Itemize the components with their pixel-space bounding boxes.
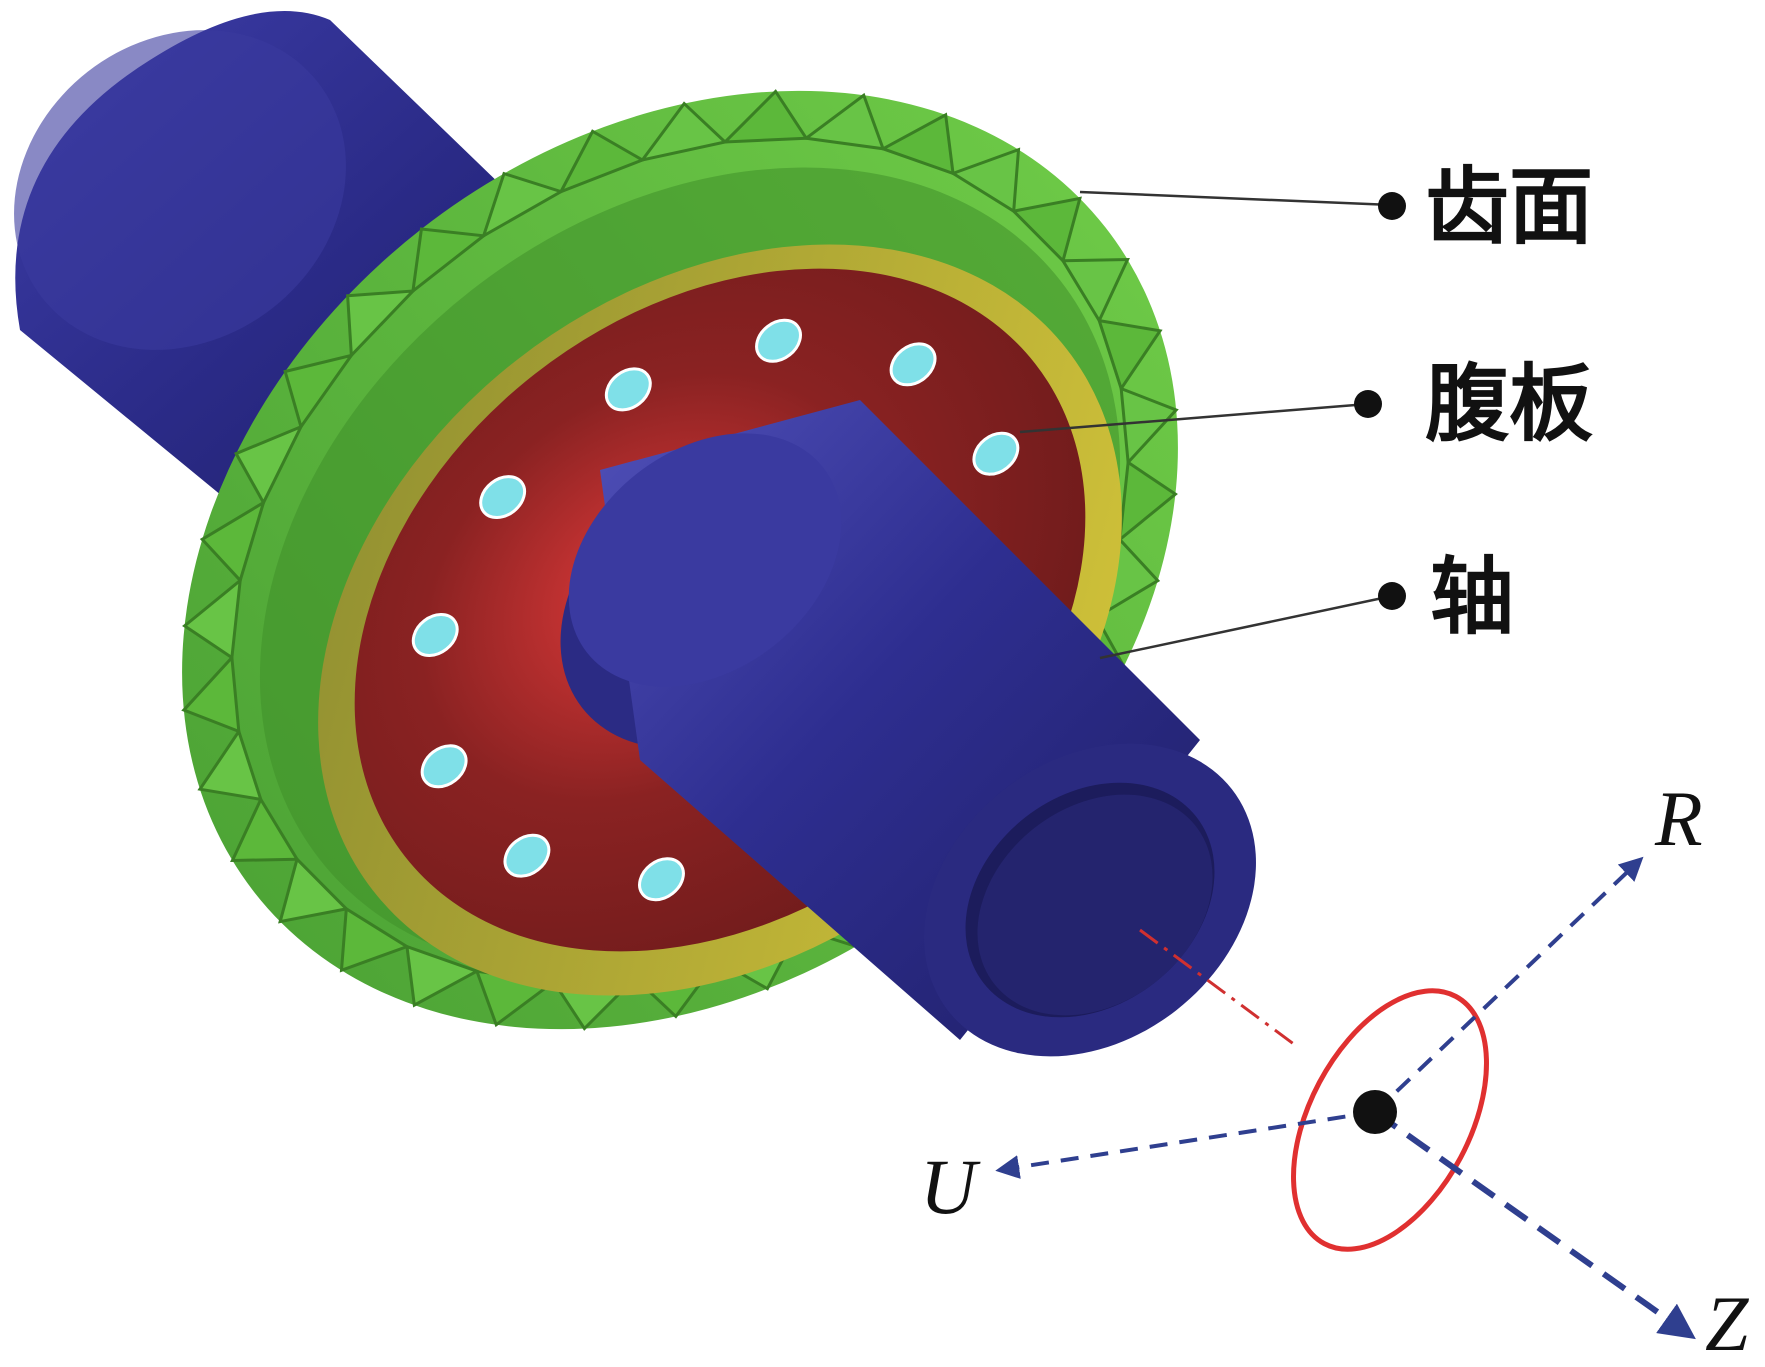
web-hole bbox=[972, 431, 1020, 476]
dot-web-plate bbox=[1354, 390, 1382, 418]
r-axis-arrow bbox=[1373, 856, 1644, 1114]
gear-tooth bbox=[802, 92, 886, 151]
gear-tooth bbox=[199, 499, 267, 584]
dot-tooth-surface bbox=[1378, 192, 1406, 220]
label-axis-r: R bbox=[1655, 775, 1703, 862]
gear-tooth bbox=[1117, 459, 1178, 544]
axis-centerline bbox=[1139, 928, 1296, 1047]
gear-tooth bbox=[181, 654, 241, 734]
label-axis-z: Z bbox=[1705, 1280, 1749, 1367]
label-axis-u: U bbox=[920, 1143, 977, 1230]
coordinate-system bbox=[995, 856, 1696, 1340]
gear-tooth bbox=[230, 796, 300, 863]
gear-tooth bbox=[346, 289, 417, 359]
z-axis-arrow bbox=[1373, 1109, 1696, 1340]
leader-line-web-plate bbox=[1019, 402, 1369, 434]
reference-circle bbox=[1291, 988, 1489, 1252]
label-tooth-surface: 齿面 bbox=[1425, 157, 1594, 256]
u-axis-arrow bbox=[995, 1110, 1376, 1179]
origin-point bbox=[1353, 1090, 1397, 1134]
gear-tooth bbox=[182, 576, 243, 661]
gear-tooth bbox=[283, 352, 355, 431]
gear-tooth bbox=[480, 171, 565, 240]
leader-lines bbox=[1019, 190, 1393, 660]
gear-tooth bbox=[879, 112, 955, 176]
gear-tooth bbox=[1119, 386, 1179, 466]
dot-shaft bbox=[1378, 582, 1406, 610]
gear-tooth bbox=[234, 423, 305, 506]
gear-tooth bbox=[410, 227, 488, 295]
gear-tooth bbox=[1097, 318, 1163, 392]
web-hole bbox=[755, 318, 802, 363]
gear-tooth bbox=[1010, 196, 1082, 264]
web-hole bbox=[411, 613, 459, 658]
gear-tooth bbox=[638, 101, 729, 163]
gear-tooth bbox=[557, 129, 646, 195]
web-hole bbox=[604, 367, 652, 412]
front-shaft bbox=[560, 400, 1256, 1057]
gear-tooth bbox=[1060, 257, 1130, 324]
web-hole bbox=[889, 342, 937, 387]
gear-tooth bbox=[278, 856, 350, 924]
gear-tooth bbox=[339, 906, 411, 973]
gear-tooth bbox=[721, 89, 809, 144]
leader-line-tooth-surface bbox=[1079, 190, 1393, 207]
gear-tooth bbox=[405, 944, 481, 1008]
gear-tooth bbox=[197, 728, 263, 802]
web-hole bbox=[638, 857, 685, 902]
web-hole bbox=[503, 833, 551, 878]
label-shaft: 轴 bbox=[1430, 547, 1515, 646]
leader-line-shaft bbox=[1099, 594, 1393, 660]
leader-dots bbox=[1354, 192, 1406, 610]
gear-tooth bbox=[949, 147, 1021, 214]
label-web-plate: 腹板 bbox=[1425, 354, 1594, 453]
web-hole bbox=[479, 475, 527, 520]
web-hole bbox=[420, 744, 468, 789]
